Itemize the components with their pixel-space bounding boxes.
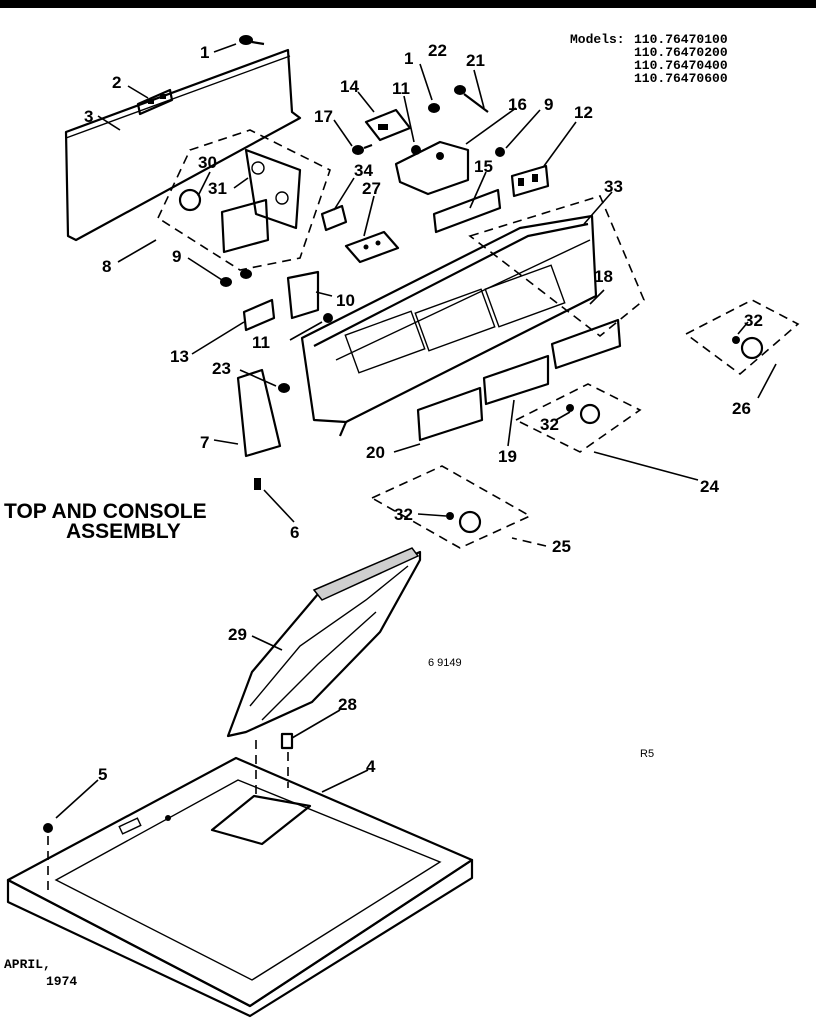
- bracket-part-10: [286, 270, 320, 320]
- fixture-part-29: [226, 547, 422, 738]
- callout-25: 25: [552, 537, 571, 556]
- callout-32-c: 32: [394, 505, 413, 524]
- bolt-part-28: [280, 732, 294, 750]
- callout-28: 28: [338, 695, 357, 714]
- callout-14: 14: [340, 77, 359, 96]
- rear-panel-part-3: [64, 48, 302, 242]
- callout-16: 16: [508, 95, 527, 114]
- callout-9-a: 9: [544, 95, 553, 114]
- end-cap-part-7: [236, 368, 282, 458]
- screws-part-9-b: [220, 269, 252, 287]
- callout-15: 15: [474, 157, 493, 176]
- callout-12: 12: [574, 103, 593, 122]
- callout-32-b: 32: [540, 415, 559, 434]
- model-number-1: 110.76470100: [634, 32, 728, 47]
- knob-group-part-25: [370, 465, 532, 549]
- callout-7: 7: [200, 433, 209, 452]
- callout-11-b: 11: [252, 333, 270, 352]
- screw-part-9-a: [495, 147, 505, 157]
- callout-34: 34: [354, 161, 373, 180]
- callout-13: 13: [170, 347, 189, 366]
- callout-11-a: 11: [392, 79, 410, 98]
- screw-part-1-b: [428, 103, 440, 113]
- callout-4: 4: [366, 757, 376, 776]
- plug-part-5: [43, 823, 53, 833]
- callout-5: 5: [98, 765, 107, 784]
- knob-group-part-24: [514, 383, 642, 453]
- callout-23: 23: [212, 359, 231, 378]
- switch-part-14: [364, 108, 412, 142]
- panel-part-20: [416, 386, 484, 442]
- callout-27: 27: [362, 179, 381, 198]
- callout-18: 18: [594, 267, 613, 286]
- screw-part-1-a: [239, 35, 265, 46]
- callout-33: 33: [604, 177, 623, 196]
- date-line1: APRIL,: [4, 957, 51, 972]
- callout-29: 29: [228, 625, 247, 644]
- callout-32-a: 32: [744, 311, 763, 330]
- panel-part-19: [482, 354, 550, 406]
- callout-8: 8: [102, 257, 111, 276]
- top-part-4: [6, 756, 474, 1018]
- callout-26: 26: [732, 399, 751, 418]
- callout-10: 10: [336, 291, 355, 310]
- clip-part-2: [136, 88, 174, 116]
- model-number-2: 110.76470200: [634, 45, 728, 60]
- callout-24: 24: [700, 477, 719, 496]
- models-label: Models:: [570, 32, 625, 47]
- leader-lines: [55, 43, 777, 819]
- callout-9-b: 9: [172, 247, 181, 266]
- callout-20: 20: [366, 443, 385, 462]
- callout-30: 30: [198, 153, 217, 172]
- callout-31: 31: [208, 179, 227, 198]
- callout-22: 22: [428, 41, 447, 60]
- nut-part-11-b: [323, 313, 333, 323]
- console-part-33: [300, 195, 645, 437]
- diagram-title-line2: ASSEMBLY: [66, 520, 181, 543]
- callout-1-a: 1: [200, 43, 209, 62]
- terminal-block-part-12: [510, 164, 550, 198]
- bracket-part-16: [394, 140, 470, 196]
- model-number-4: 110.76470600: [634, 71, 728, 86]
- page-code: R5: [640, 748, 654, 760]
- callout-6: 6: [290, 523, 299, 542]
- date-line2: 1974: [46, 974, 77, 989]
- panel-part-18: [550, 318, 622, 370]
- screw-part-22: [454, 85, 489, 113]
- model-number-3: 110.76470400: [634, 58, 728, 73]
- callout-3: 3: [84, 107, 93, 126]
- top-border: [0, 0, 816, 8]
- drawing-number: 6 9149: [428, 657, 462, 669]
- plate-part-13: [242, 298, 276, 332]
- callout-21: 21: [466, 51, 485, 70]
- clip-part-6: [254, 478, 261, 490]
- plate-part-15: [432, 188, 502, 234]
- callout-19: 19: [498, 447, 517, 466]
- callout-2: 2: [112, 73, 121, 92]
- diagram-title-line1: TOP AND CONSOLE: [4, 500, 207, 523]
- board-part-27: [344, 230, 400, 264]
- callout-17: 17: [314, 107, 333, 126]
- screw-part-23: [278, 383, 290, 393]
- callout-1-b: 1: [404, 49, 413, 68]
- callout-labels: 1 2 3 8 30 31 14 11 1 22 21 16 9 12 17 3…: [84, 41, 763, 784]
- bracket-group-part-8: [156, 129, 331, 271]
- knob-group-part-26: [684, 299, 800, 376]
- screw-part-17: [352, 143, 373, 155]
